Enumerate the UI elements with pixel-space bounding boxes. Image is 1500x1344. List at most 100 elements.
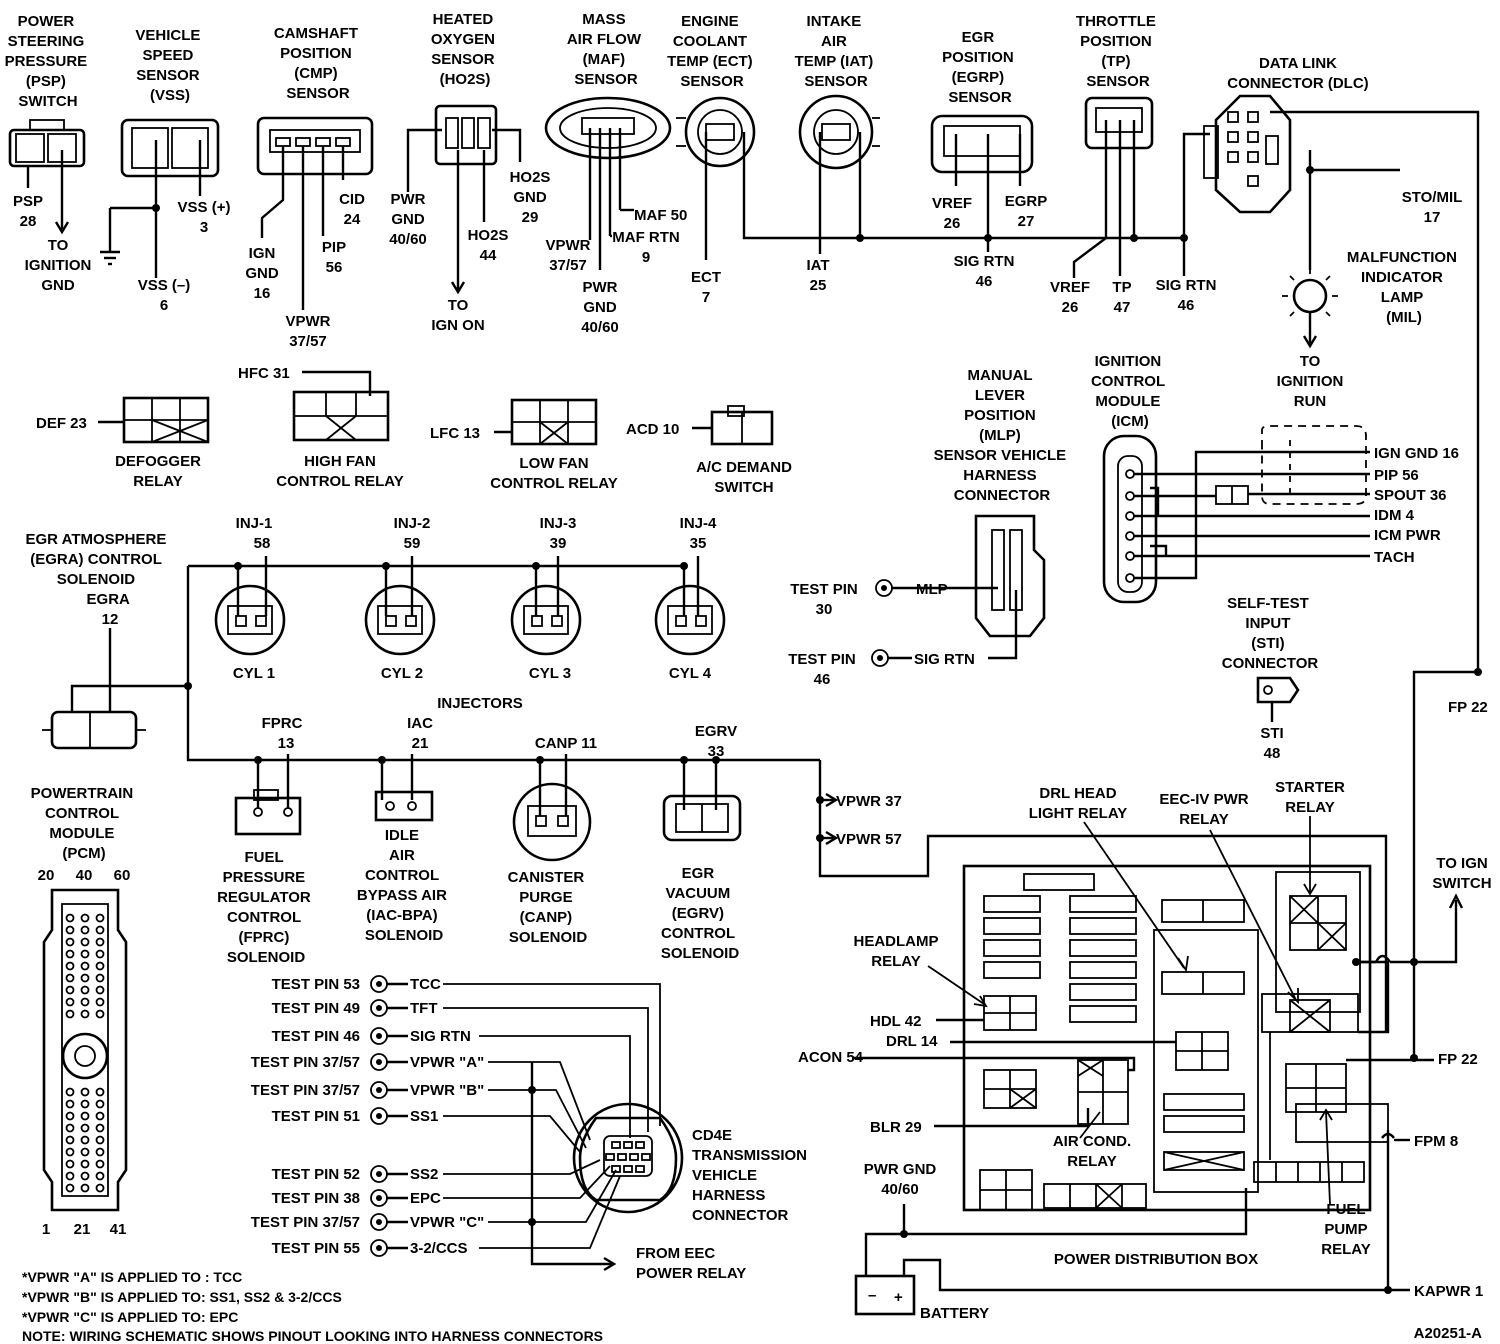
pcm-pin	[80, 1009, 90, 1019]
svg-text:BLR 29: BLR 29	[870, 1119, 922, 1136]
pcm-pin	[95, 997, 105, 1007]
svg-text:MASS AIR FLOW (MAF: MASS AIR FLOW (MAF) SENSOR	[567, 11, 645, 88]
cd4e-test-pin-label: TEST PIN 53	[272, 976, 360, 993]
test-pin-dot	[376, 1033, 382, 1039]
svg-text:FP 22: FP 22	[1438, 1051, 1478, 1068]
cd4e-signal-label: SIG RTN	[410, 1028, 471, 1045]
test-pin-dot	[376, 1195, 382, 1201]
svg-text:FPM 8: FPM 8	[1414, 1133, 1458, 1150]
vpwr-wires: VPWR 37 VPWR 57	[816, 760, 1388, 1032]
battery-plus: +	[894, 1289, 903, 1306]
notes: *VPWR "A" IS APPLIED TO : TCC *VPWR "B" …	[22, 1269, 603, 1344]
cd4e-signal-label: 3-2/CCS	[410, 1240, 468, 1257]
pcm-pin	[65, 961, 75, 971]
cd4e-test-pin-label: TEST PIN 55	[272, 1240, 360, 1257]
cd4e-title: CD4E TRANSMISSION VEHICLE HARNESS CONNEC…	[692, 1127, 811, 1224]
pcm-pin	[65, 925, 75, 935]
svg-text:SIG RTN: SIG RTN	[914, 651, 975, 668]
svg-text:EGR VACUUM (EGRV): EGR VACUUM (EGRV) CONTROL SOLENOID	[661, 865, 740, 962]
pcm-pin	[80, 913, 90, 923]
svg-text:SELF-TEST INPUT (S: SELF-TEST INPUT (STI) CONNECTOR	[1222, 595, 1319, 672]
pcm-pin	[65, 937, 75, 947]
svg-text:INJ-158: INJ-158	[236, 515, 273, 552]
svg-text:*VPWR "B" IS APPLIED TO: SS1,: *VPWR "B" IS APPLIED TO: SS1, SS2 & 3-2/…	[22, 1289, 342, 1305]
svg-text:HEATED OXYGEN SENS: HEATED OXYGEN SENSOR (HO2S)	[431, 11, 499, 88]
pcm-pin	[80, 961, 90, 971]
svg-text:INJ-259: INJ-259	[394, 515, 431, 552]
pcm-pin	[65, 973, 75, 983]
pcm-connector: POWERTRAIN CONTROL MODULE (PCM) 20 40 60…	[31, 785, 134, 1238]
cd4e-signal-label: TFT	[410, 1000, 438, 1017]
cd4e-test-pin-label: TEST PIN 51	[272, 1108, 360, 1125]
cd4e-test-pin-label: TEST PIN 52	[272, 1166, 360, 1183]
cd4e-wire	[443, 983, 661, 1126]
svg-text:DRL 14: DRL 14	[886, 1033, 938, 1050]
pcm-pin	[65, 1183, 75, 1193]
pcm-pin	[80, 1171, 90, 1181]
cd4e-test-pin-label: TEST PIN 46	[272, 1028, 360, 1045]
pcm-pin	[65, 1159, 75, 1169]
pcm-pin	[80, 1135, 90, 1145]
cd4e-test-pin-label: TEST PIN 37/57	[251, 1214, 360, 1231]
svg-text:ACD 10: ACD 10	[626, 421, 679, 438]
svg-text:VPWR 37: VPWR 37	[836, 793, 902, 810]
svg-text:EGR ATMOSPHERE (EGRA) CO: EGR ATMOSPHERE (EGRA) CONTROL SOLENOID E…	[25, 531, 170, 628]
mlp-connector: MANUAL LEVER POSITION (MLP) SENSOR VEHIC…	[788, 367, 1066, 688]
test-pin-dot	[376, 1171, 382, 1177]
svg-text:IGNITION CONTROL M: IGNITION CONTROL MODULE (ICM)	[1091, 353, 1169, 430]
pcm-pin	[95, 937, 105, 947]
svg-text:INJ-435: INJ-435	[680, 515, 717, 552]
svg-text:VSS (–)6: VSS (–)6	[138, 277, 191, 314]
pcm-pin	[80, 985, 90, 995]
svg-text:IGN GND 16: IGN GND 16	[1374, 445, 1459, 462]
svg-text:INJECTORS: INJECTORS	[437, 695, 523, 712]
cd4e-wire	[443, 1115, 581, 1153]
pcm-pin	[95, 961, 105, 971]
svg-text:POWER DISTRIBUTION BOX: POWER DISTRIBUTION BOX	[1054, 1251, 1258, 1268]
pcm-pin	[80, 925, 90, 935]
pcm-pin	[95, 949, 105, 959]
svg-text:ENGINE COOLANT TEM: ENGINE COOLANT TEMP (ECT) SENSOR	[667, 13, 757, 90]
pcm-pin	[65, 1087, 75, 1097]
svg-text:CANISTER PURGE (CA: CANISTER PURGE (CANP) SOLENOID	[508, 869, 589, 946]
pcm-pin	[80, 1147, 90, 1157]
svg-text:CYL 1: CYL 1	[233, 665, 275, 682]
svg-text:VEHICLE SPEED SENS: VEHICLE SPEED SENSOR (VSS)	[135, 27, 204, 104]
cd4e-wire	[488, 1089, 587, 1149]
pcm-pin	[65, 913, 75, 923]
svg-text:FP 22: FP 22	[1448, 699, 1488, 716]
cd4e-wire	[488, 1169, 617, 1223]
svg-text:20: 20	[38, 867, 55, 884]
svg-text:TACH: TACH	[1374, 549, 1415, 566]
pcm-pin	[95, 1087, 105, 1097]
cd4e-signal-label: TCC	[410, 976, 441, 993]
cd4e-wire	[479, 1175, 621, 1249]
cd4e-test-pin-label: TEST PIN 37/57	[251, 1082, 360, 1099]
svg-text:21: 21	[74, 1221, 91, 1238]
